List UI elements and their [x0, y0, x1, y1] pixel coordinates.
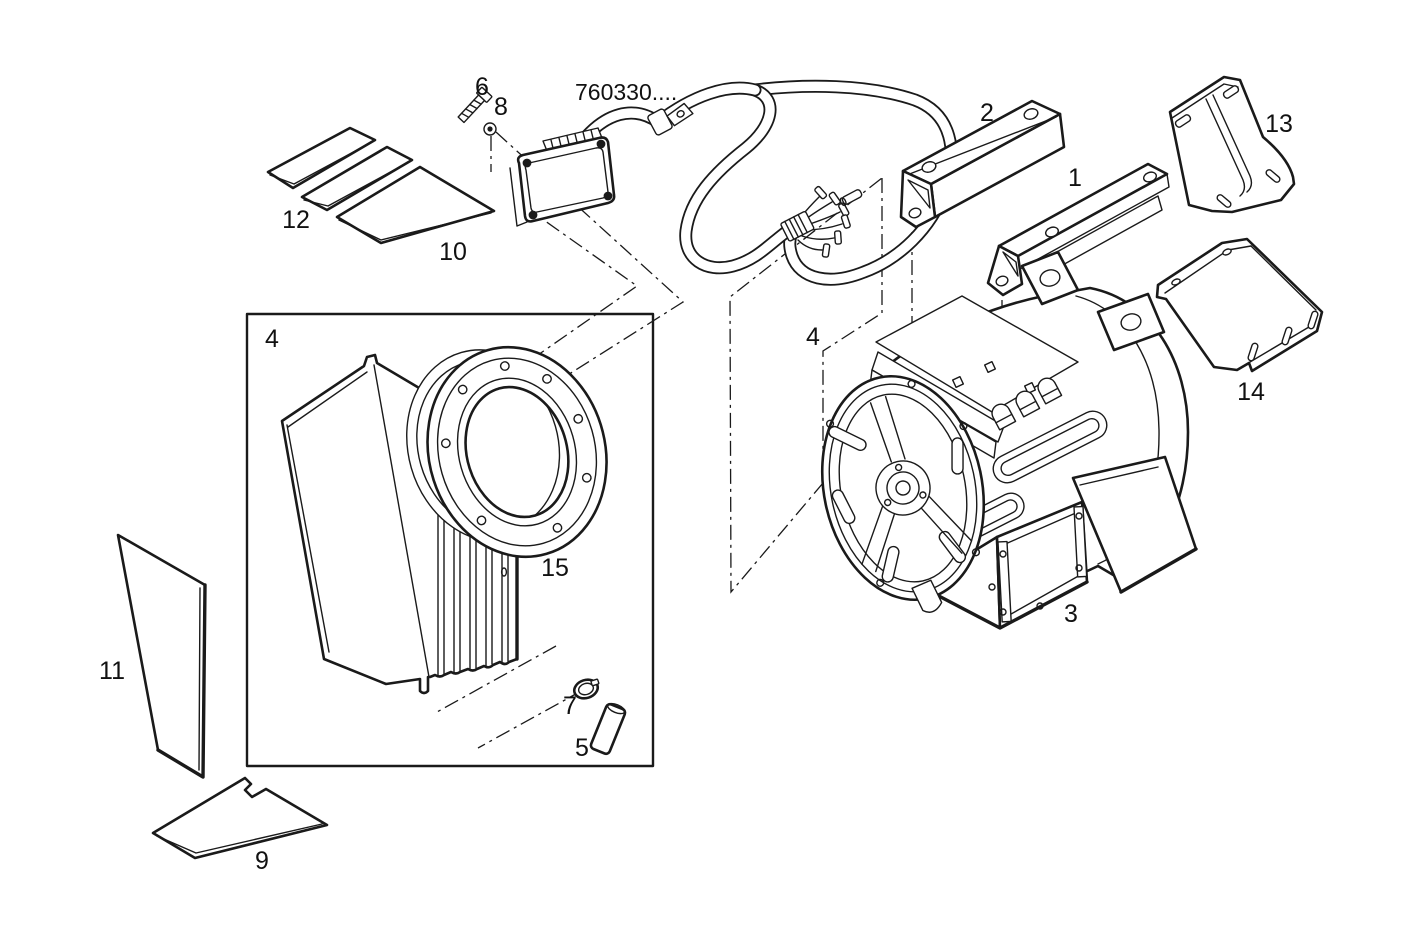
part-6-screw: [457, 86, 493, 124]
part-1-rail: [986, 162, 1170, 297]
part-8-washer: [483, 122, 497, 136]
callout-2: 2: [980, 99, 994, 127]
ring-bolt-holes: [440, 361, 592, 533]
group-4-box: [245, 312, 655, 768]
callout-14: 14: [1237, 378, 1265, 406]
regulator-box: [509, 127, 616, 227]
callout-11: 11: [99, 657, 125, 685]
part-5-hose: [589, 702, 627, 756]
callout-3: 3: [1064, 600, 1078, 628]
part-7-clamp: [572, 678, 600, 700]
callout-8: 8: [494, 93, 508, 121]
front-spokes: [861, 395, 973, 573]
callout-5: 5: [575, 734, 589, 762]
front-slots: [828, 425, 967, 583]
callout-4-right: 4: [806, 323, 820, 351]
generator-front-face: [820, 374, 986, 613]
generator-foot: [1071, 455, 1198, 594]
cable-terminals: [780, 185, 863, 258]
part-13-bracket: [1168, 75, 1296, 214]
regulator-cable: [578, 79, 958, 286]
callouts: 6 8 760330.... 12 10 4 2 1 13 14 4 3 15 …: [99, 73, 1293, 875]
callout-13: 13: [1265, 110, 1293, 138]
callout-6: 6: [475, 73, 489, 101]
callout-12: 12: [282, 206, 310, 234]
callout-10: 10: [439, 238, 467, 266]
cable-clamp: [647, 102, 694, 136]
part-12-strips: [266, 126, 414, 212]
spare-terminal: [839, 189, 863, 207]
part-14-plate: [1155, 237, 1324, 373]
part-11-panel: [116, 533, 207, 779]
part-3-generator: [820, 250, 1198, 630]
part-10-plate: [335, 165, 496, 245]
part-2-rail: [899, 99, 1066, 229]
part-code-label: 760330....: [575, 79, 677, 105]
callout-9: 9: [255, 847, 269, 875]
part-15-ring: [406, 345, 608, 559]
callout-4-left: 4: [265, 325, 279, 353]
callout-15: 15: [541, 554, 569, 582]
callout-7: 7: [563, 692, 577, 720]
part-9-plate: [151, 776, 329, 860]
vent-slot-upper: [992, 410, 1108, 484]
callout-1: 1: [1068, 164, 1082, 192]
cable-ferrule: [780, 211, 815, 242]
top-lugs: [1020, 250, 1166, 352]
